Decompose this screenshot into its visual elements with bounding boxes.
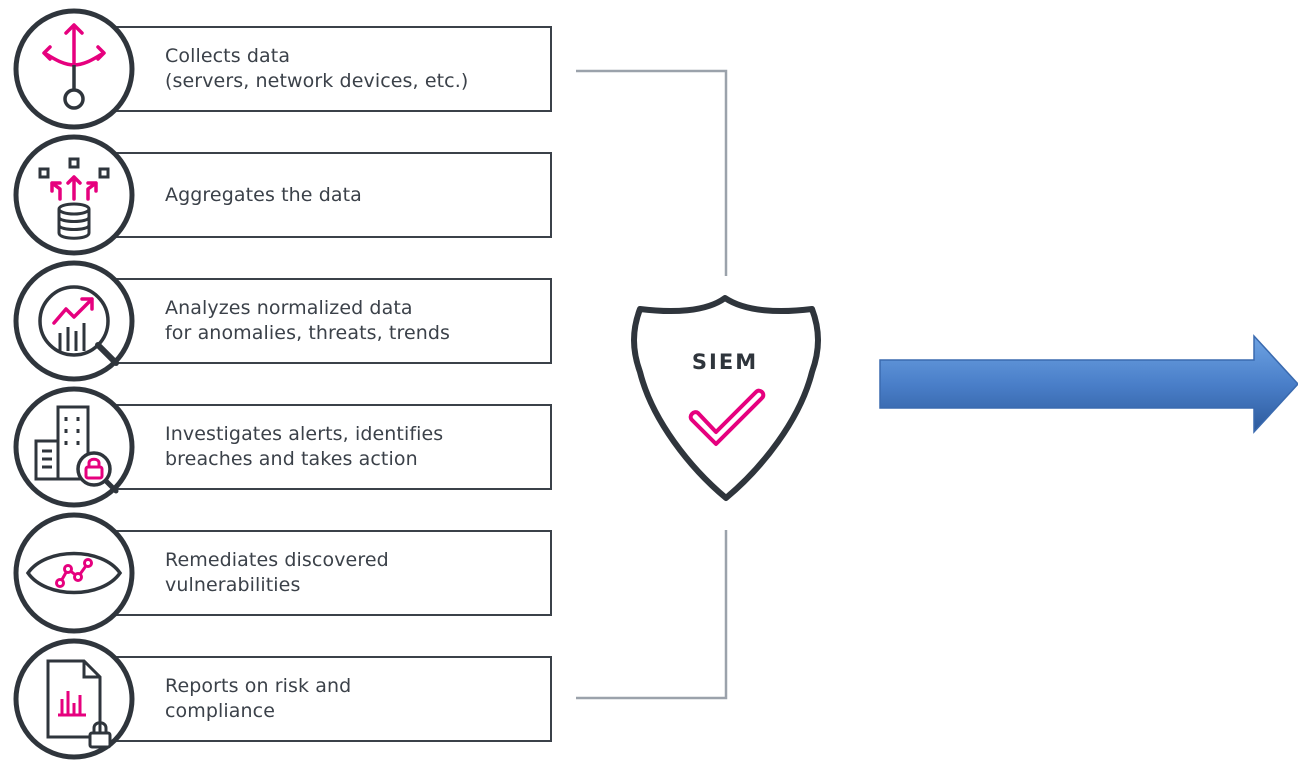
step-line2: for anomalies, threats, trends bbox=[165, 322, 451, 344]
step-box: Collects data (servers, network devices,… bbox=[60, 26, 552, 112]
step-line2: vulnerabilities bbox=[165, 574, 301, 596]
siem-label: SIEM bbox=[691, 350, 759, 374]
shield-icon bbox=[631, 295, 821, 501]
step-aggregate: Aggregates the data bbox=[0, 126, 560, 256]
eye-graph-icon bbox=[13, 512, 135, 634]
step-line2: breaches and takes action bbox=[165, 448, 418, 470]
step-line1: Remediates discovered bbox=[165, 549, 389, 571]
step-line1: Investigates alerts, identifies bbox=[165, 423, 444, 445]
step-line1: Analyzes normalized data bbox=[165, 297, 413, 319]
step-box: Aggregates the data bbox=[60, 152, 552, 238]
chart-magnifier-icon bbox=[13, 260, 135, 382]
arrows-split-icon bbox=[13, 8, 135, 130]
output-arrow bbox=[879, 334, 1298, 434]
database-aggregate-icon bbox=[13, 134, 135, 256]
step-line1: Collects data bbox=[165, 45, 291, 67]
step-line1: Reports on risk and bbox=[165, 675, 352, 697]
step-line2: (servers, network devices, etc.) bbox=[165, 70, 469, 92]
step-analyze: Analyzes normalized data for anomalies, … bbox=[0, 252, 560, 382]
step-remediate: Remediates discovered vulnerabilities bbox=[0, 504, 560, 634]
step-line2: compliance bbox=[165, 700, 276, 722]
step-report: Reports on risk and compliance bbox=[0, 630, 560, 760]
step-line1: Aggregates the data bbox=[165, 183, 362, 206]
report-lock-icon bbox=[13, 638, 135, 760]
step-box: Remediates discovered vulnerabilities bbox=[60, 530, 552, 616]
step-box: Analyzes normalized data for anomalies, … bbox=[60, 278, 552, 364]
building-lock-icon bbox=[13, 386, 135, 508]
step-box: Reports on risk and compliance bbox=[60, 656, 552, 742]
step-collect: Collects data (servers, network devices,… bbox=[0, 0, 560, 130]
step-investigate: Investigates alerts, identifies breaches… bbox=[0, 378, 560, 508]
step-box: Investigates alerts, identifies breaches… bbox=[60, 404, 552, 490]
